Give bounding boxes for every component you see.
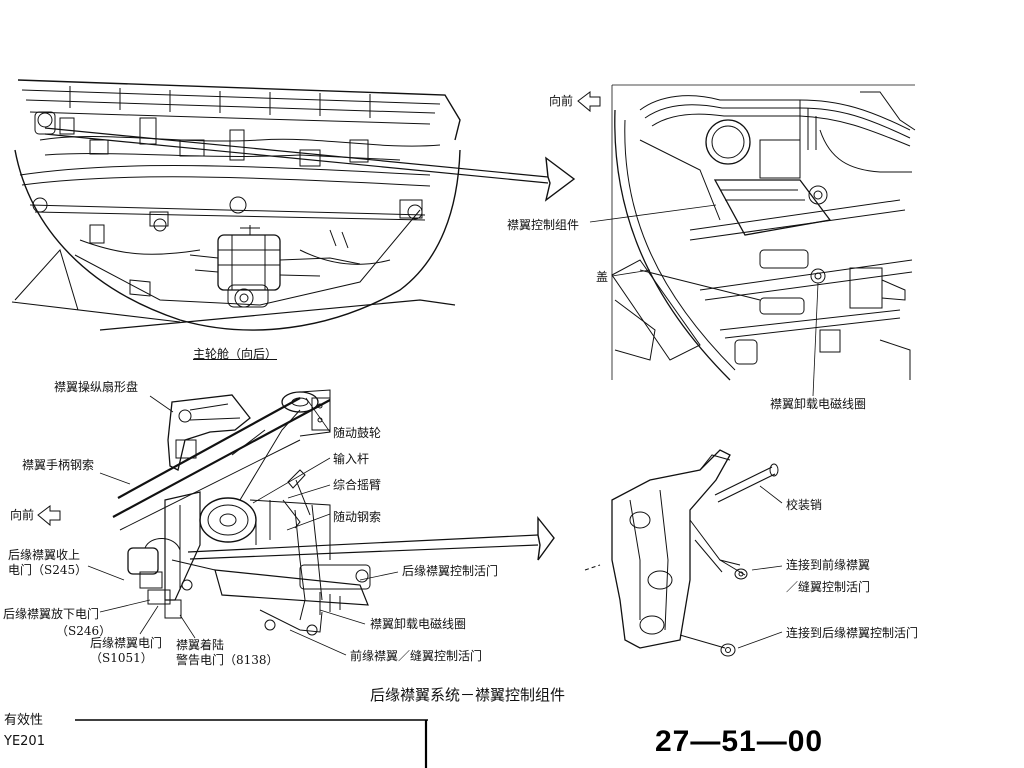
label-flap-quadrant: 襟翼操纵扇形盘 — [54, 380, 139, 394]
label-to-te-flap-valve: 连接到后缘襟翼控制活门 — [786, 626, 919, 640]
leader-lines-bottom-left — [87, 395, 399, 656]
label-flap-handle-cable: 襟翼手柄钢索 — [22, 458, 95, 472]
label-input-rod: 输入杆 — [333, 452, 370, 466]
forward-arrow-bottom-icon — [37, 505, 61, 527]
forward-arrow-top-icon — [577, 91, 601, 113]
footer-frame — [75, 719, 428, 768]
label-te-flap-down-switch: 后缘襟翼放下电门 — [3, 607, 100, 621]
label-summing-lever: 综合摇臂 — [333, 478, 382, 492]
label-forward-bottom: 向前 — [10, 508, 35, 522]
label-s246: （S246） — [56, 624, 112, 638]
label-landing-warning-switch: 襟翼着陆 警告电门（8138） — [176, 638, 279, 667]
label-te-flap-switch: 后缘襟翼电门 （S1051） — [90, 636, 163, 665]
bracket-detail-view — [584, 449, 779, 657]
figure-caption: 后缘襟翼系统－襟翼控制组件 — [370, 686, 566, 704]
effectivity-title: 有效性 — [4, 713, 44, 728]
label-flap-unload-solenoid-top: 襟翼卸载电磁线圈 — [770, 397, 867, 411]
label-flap-unload-solenoid-bottom: 襟翼卸载电磁线圈 — [370, 617, 467, 631]
flap-control-unit-detail — [611, 84, 916, 381]
label-cover: 盖 — [596, 270, 609, 284]
callout-arrow-bottom — [187, 516, 555, 561]
flap-mechanism-view — [112, 389, 371, 636]
label-le-slat-control-valve: 前缘襟翼／缝翼控制活门 — [350, 649, 483, 663]
label-rig-pin: 校装销 — [786, 498, 823, 512]
leader-lines-top-right — [589, 204, 819, 397]
effectivity-code: YE201 — [4, 734, 45, 749]
label-to-le-flap: 连接到前缘襟翼 — [786, 558, 871, 572]
page-number: 27—51—00 — [655, 725, 824, 758]
label-main-wheel-well: 主轮舱（向后） — [193, 347, 278, 361]
label-follow-up-cable: 随动钢索 — [333, 510, 382, 524]
leader-lines-bottom-right — [737, 485, 783, 649]
label-te-flap-control-valve: 后缘襟翼控制活门 — [402, 564, 499, 578]
label-follow-up-drum: 随动鼓轮 — [333, 426, 382, 440]
main-wheel-well-view — [11, 79, 461, 331]
callout-arrow-top — [44, 127, 576, 202]
label-flap-control-unit: 襟翼控制组件 — [507, 218, 580, 232]
label-slat-control-valve: ／缝翼控制活门 — [786, 580, 871, 594]
label-te-flap-up-switch: 后缘襟翼收上 电门（S245） — [8, 548, 88, 577]
label-forward-top: 向前 — [549, 94, 574, 108]
